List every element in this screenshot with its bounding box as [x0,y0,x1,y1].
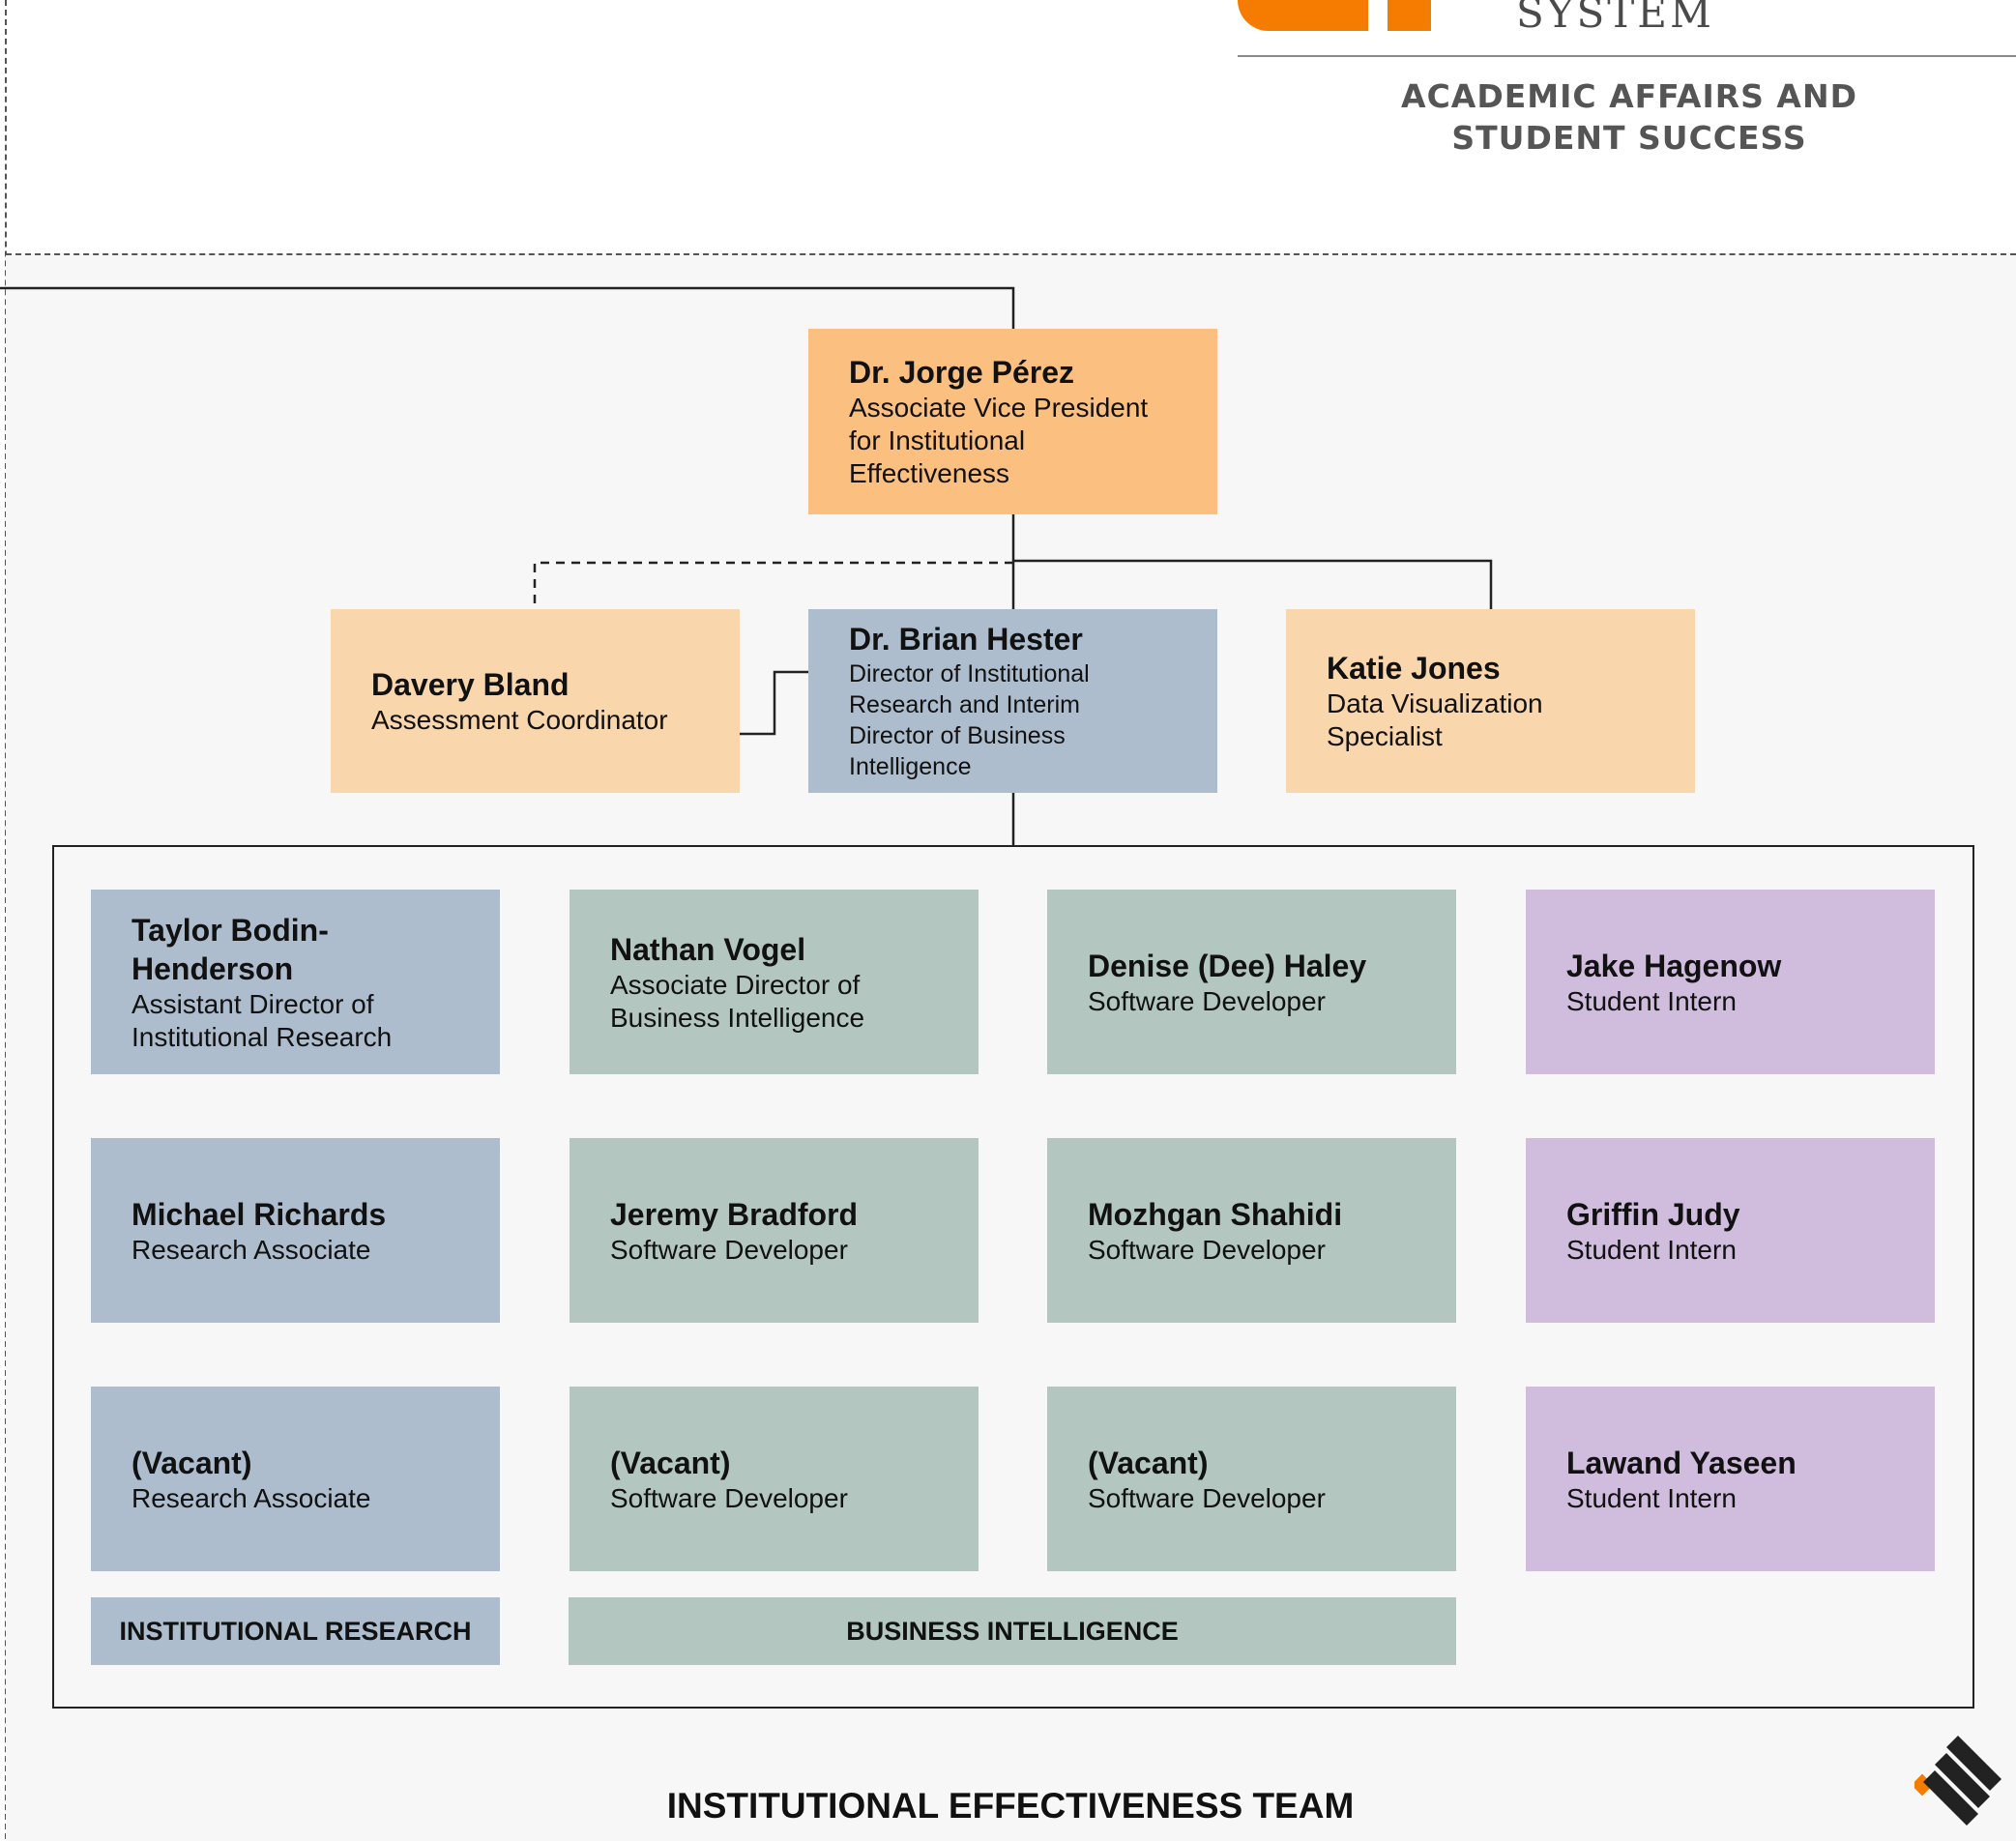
line-left-to-center [740,670,808,736]
org-box-taylor-bodin-henderson: Taylor Bodin- Henderson Assistant Direct… [91,890,500,1074]
person-name: (Vacant) [610,1445,731,1480]
org-box-griffin-judy: Griffin Judy Student Intern [1526,1138,1935,1323]
person-title-line: Assistant Director of [131,988,374,1019]
person-name: Griffin Judy [1566,1196,1740,1232]
person-title-line: Director of Business [849,722,1066,749]
person-name: Taylor Bodin- [131,912,329,948]
header-divider [1238,55,2016,57]
org-box-mozhgan-shahidi: Mozhgan Shahidi Software Developer [1047,1138,1456,1323]
person-name: (Vacant) [131,1445,252,1480]
person-title-line: Research and Interim [849,691,1081,718]
org-box-jeremy-bradford: Jeremy Bradford Software Developer [570,1138,979,1323]
group-label-business-intelligence: BUSINESS INTELLIGENCE [569,1597,1456,1665]
org-box-vacant-software-developer: (Vacant) Software Developer [570,1387,979,1571]
person-title-line: Assessment Coordinator [371,705,668,735]
person-title-line: Intelligence [849,753,972,780]
person-name: Davery Bland [371,667,570,702]
org-box-vacant-software-developer: (Vacant) Software Developer [1047,1387,1456,1571]
department-name: ACADEMIC AFFAIRS AND STUDENT SUCCESS [1373,75,1885,159]
org-box-davery-bland: Davery Bland Assessment Coordinator [331,609,740,793]
person-name: Mozhgan Shahidi [1088,1196,1343,1232]
org-box-jorge-perez: Dr. Jorge Pérez Associate Vice President… [808,329,1217,514]
person-name: Katie Jones [1327,651,1501,686]
system-logo: SYSTEM [1238,0,2016,58]
person-name: Jake Hagenow [1566,948,1782,983]
person-title-line: Software Developer [610,1482,848,1513]
department-line-1: ACADEMIC AFFAIRS AND [1401,77,1857,115]
person-title-line: Student Intern [1566,1482,1737,1513]
org-box-brian-hester: Dr. Brian Hester Director of Institution… [808,609,1217,793]
person-title-line: Director of Institutional [849,660,1090,687]
person-title-line: Associate Vice President [849,393,1149,423]
org-box-vacant-research-associate: (Vacant) Research Associate [91,1387,500,1571]
person-name: Dr. Brian Hester [849,622,1083,657]
person-name: Dr. Jorge Pérez [849,355,1074,390]
person-title-line: Institutional Research [131,1021,393,1052]
person-title-line: Software Developer [610,1234,848,1265]
person-title-line: Software Developer [1088,1482,1326,1513]
person-name: Henderson [131,950,294,986]
person-name: Jeremy Bradford [610,1196,859,1232]
person-title-line: Research Associate [131,1482,371,1513]
person-title-line: Data Visualization [1327,688,1543,718]
person-name: Michael Richards [131,1196,387,1232]
chart-footer-title: INSTITUTIONAL EFFECTIVENESS TEAM [666,1786,1355,1826]
person-title-line: Effectiveness [849,458,1010,488]
group-label-institutional-research: INSTITUTIONAL RESEARCH [91,1597,500,1665]
person-title-line: Student Intern [1566,1234,1737,1265]
logo-wordmark: SYSTEM [1516,0,1714,37]
person-title-line: Student Intern [1566,985,1737,1016]
person-title-line: Business Intelligence [610,1002,865,1033]
line-top-to-right [1013,559,1493,609]
person-title-line: Research Associate [131,1234,371,1265]
org-box-nathan-vogel: Nathan Vogel Associate Director of Busin… [570,890,979,1074]
line-from-above [0,286,1015,329]
org-box-denise-haley: Denise (Dee) Haley Software Developer [1047,890,1456,1074]
person-title-line: Specialist [1327,721,1443,751]
person-title-line: Associate Director of [610,969,861,1000]
person-name: Denise (Dee) Haley [1088,948,1367,983]
person-name: Nathan Vogel [610,931,806,967]
logo-mark-icon [1238,0,1431,31]
department-line-2: STUDENT SUCCESS [1451,119,1807,157]
person-title-line: Software Developer [1088,1234,1326,1265]
person-title-line: for Institutional [849,425,1026,455]
person-title-line: Software Developer [1088,985,1326,1016]
org-box-michael-richards: Michael Richards Research Associate [91,1138,500,1323]
person-name: Lawand Yaseen [1566,1445,1797,1480]
line-top-to-left-dotted [533,561,1013,609]
org-box-jake-hagenow: Jake Hagenow Student Intern [1526,890,1935,1074]
corner-logo-icon [1914,1736,2001,1826]
person-name: (Vacant) [1088,1445,1209,1480]
org-box-lawand-yaseen: Lawand Yaseen Student Intern [1526,1387,1935,1571]
org-box-katie-jones: Katie Jones Data Visualization Specialis… [1286,609,1695,793]
